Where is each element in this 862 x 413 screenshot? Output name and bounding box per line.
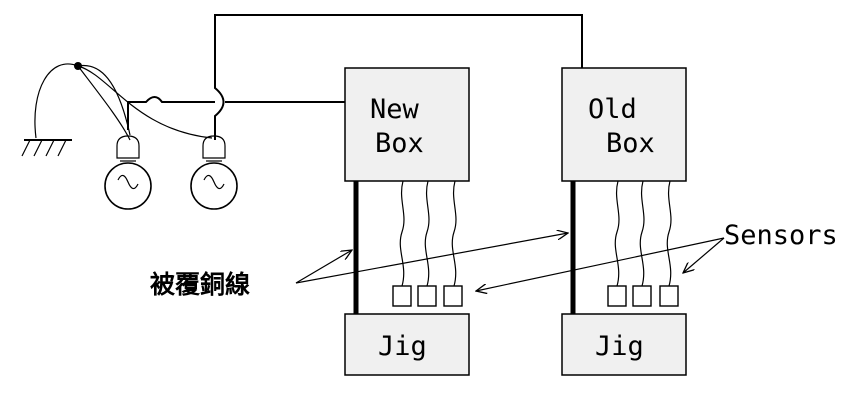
sensor: [607, 285, 627, 307]
copper-wire-arrows: [295, 233, 568, 284]
jig-left: Jig: [344, 313, 470, 376]
ground-icon: [21, 139, 72, 157]
jig-right: Jig: [561, 313, 687, 376]
sensor-group-left: [392, 285, 463, 307]
sensors-label: Sensors: [724, 220, 838, 251]
jig-right-label: Jig: [595, 331, 644, 362]
crossover-bump: [214, 78, 225, 140]
sensor-group-right: [607, 285, 679, 307]
sensor: [659, 285, 679, 307]
new-box-label-line1: New: [370, 94, 420, 125]
sensor: [392, 285, 412, 307]
sensor-wires-left: [399, 180, 457, 287]
lamp-1-icon: [104, 135, 152, 210]
jig-left-label: Jig: [378, 331, 427, 362]
lamp-2-icon: [190, 135, 238, 210]
new-box: New Box: [344, 67, 470, 182]
copper-wire-label: 被覆銅線: [150, 270, 250, 299]
top-connecting-wire: [214, 14, 583, 78]
old-box-label-line1: Old: [588, 94, 637, 125]
sensor: [632, 285, 652, 307]
old-box-label-line2: Box: [606, 128, 655, 159]
sensor: [417, 285, 437, 307]
sensor: [443, 285, 463, 307]
sensors-arrows: [476, 237, 725, 291]
sensor-wires-right: [614, 180, 672, 287]
new-box-label-line2: Box: [375, 128, 424, 159]
junction-dot: [74, 62, 82, 70]
feed-wire: [127, 96, 215, 130]
old-box: Old Box: [561, 67, 687, 182]
ground-wiring: [34, 62, 213, 141]
